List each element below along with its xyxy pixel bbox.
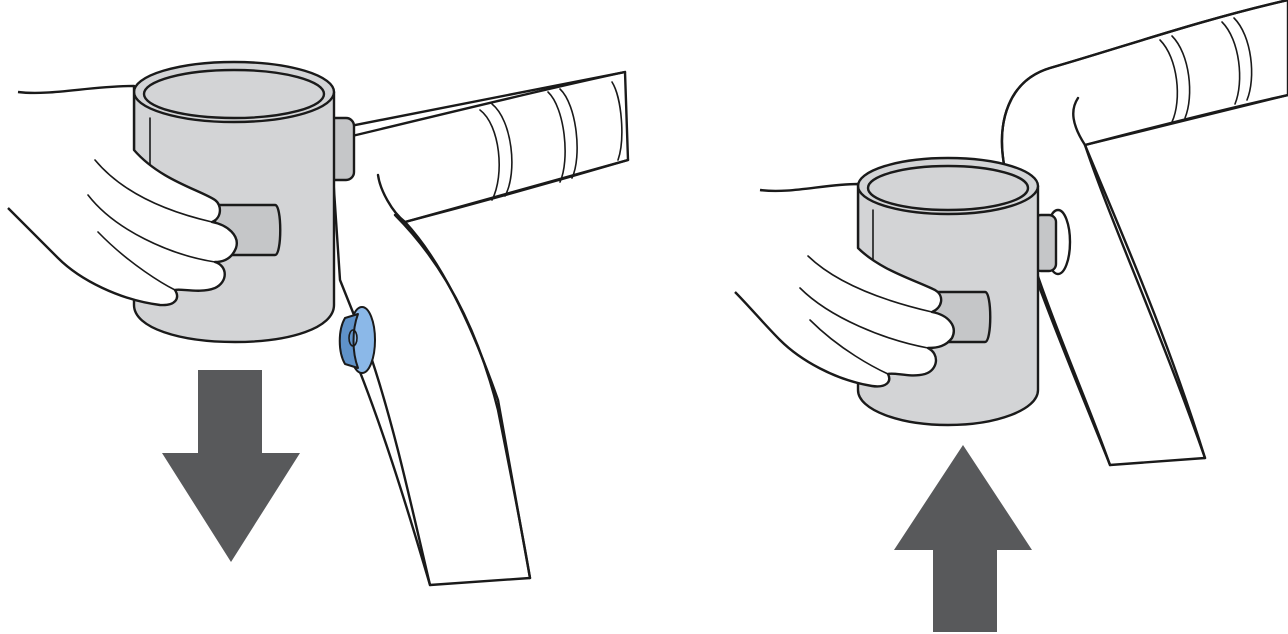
arrow-up-icon: [894, 445, 1032, 632]
cup-holder-right: [735, 158, 1070, 425]
mounting-knob-icon: [340, 307, 375, 373]
arrow-down-icon: [162, 370, 300, 562]
panel-attach: [735, 0, 1288, 632]
cup-holder-left: [8, 62, 354, 342]
panel-remove: [8, 62, 628, 585]
